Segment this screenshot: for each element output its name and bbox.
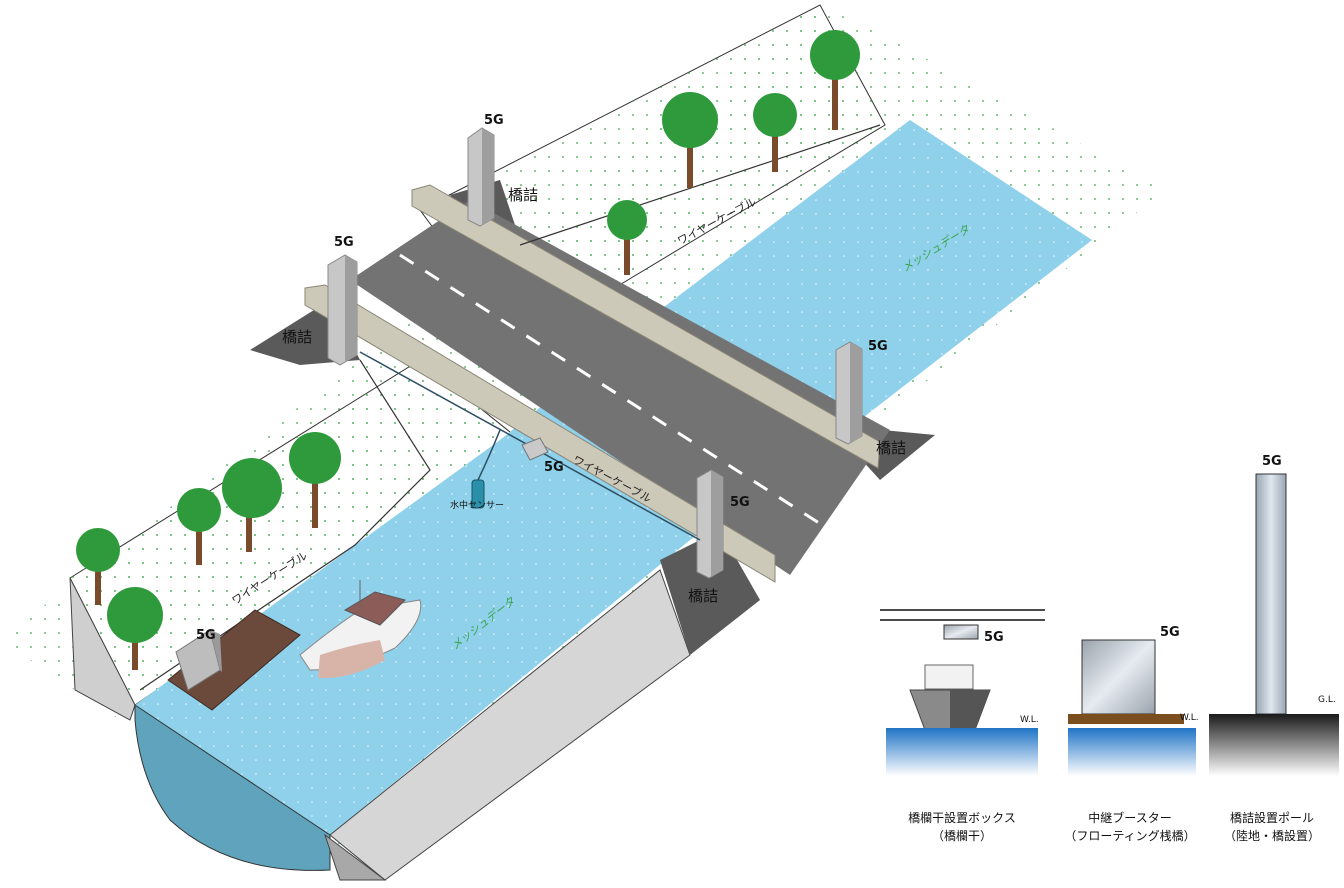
fiveg-label-legend-3: 5G — [1262, 454, 1282, 469]
wl-label-1: W.L. — [1020, 715, 1039, 725]
kyozume-label-top: 橋詰 — [508, 186, 538, 204]
fiveg-label-top: 5G — [484, 113, 504, 128]
fiveg-label-bottom: 5G — [730, 495, 750, 510]
gl-label: G.L. — [1318, 695, 1336, 705]
legend-railing-box: 5G W.L. — [880, 610, 1045, 776]
underwater-sensor-label: 水中センサー — [450, 499, 504, 511]
legend-caption-2-line2: （フローティング桟橋） — [1064, 829, 1195, 843]
fiveg-label-legend-1: 5G — [984, 630, 1004, 645]
kyozume-label-left: 橋詰 — [282, 328, 312, 346]
kyozume-label-bottom: 橋詰 — [688, 587, 718, 605]
legend-pole: 5G G.L. — [1209, 454, 1339, 776]
fiveg-label-legend-2: 5G — [1160, 625, 1180, 640]
legend-caption-3-line2: （陸地・橋設置） — [1224, 828, 1320, 843]
legend-caption-2-line1: 中継ブースター — [1088, 810, 1171, 825]
legend-caption-3-line1: 橋詰設置ポール — [1230, 810, 1314, 825]
legend-caption-1-line1: 橋欄干設置ボックス — [908, 810, 1016, 825]
fiveg-label-left: 5G — [334, 235, 354, 250]
fiveg-label-box: 5G — [544, 460, 564, 475]
pole-bottom — [697, 470, 723, 578]
legend-caption-1-line2: （橋欄干） — [932, 828, 992, 843]
fiveg-label-pier: 5G — [196, 628, 216, 643]
pole-left — [328, 255, 357, 365]
pole-top — [468, 128, 494, 226]
legend-booster: 5G W.L. — [1068, 625, 1199, 776]
fiveg-label-right: 5G — [868, 339, 888, 354]
pole-right — [836, 342, 862, 444]
kyozume-label-right: 橋詰 — [876, 439, 906, 457]
wl-label-2: W.L. — [1180, 713, 1199, 723]
